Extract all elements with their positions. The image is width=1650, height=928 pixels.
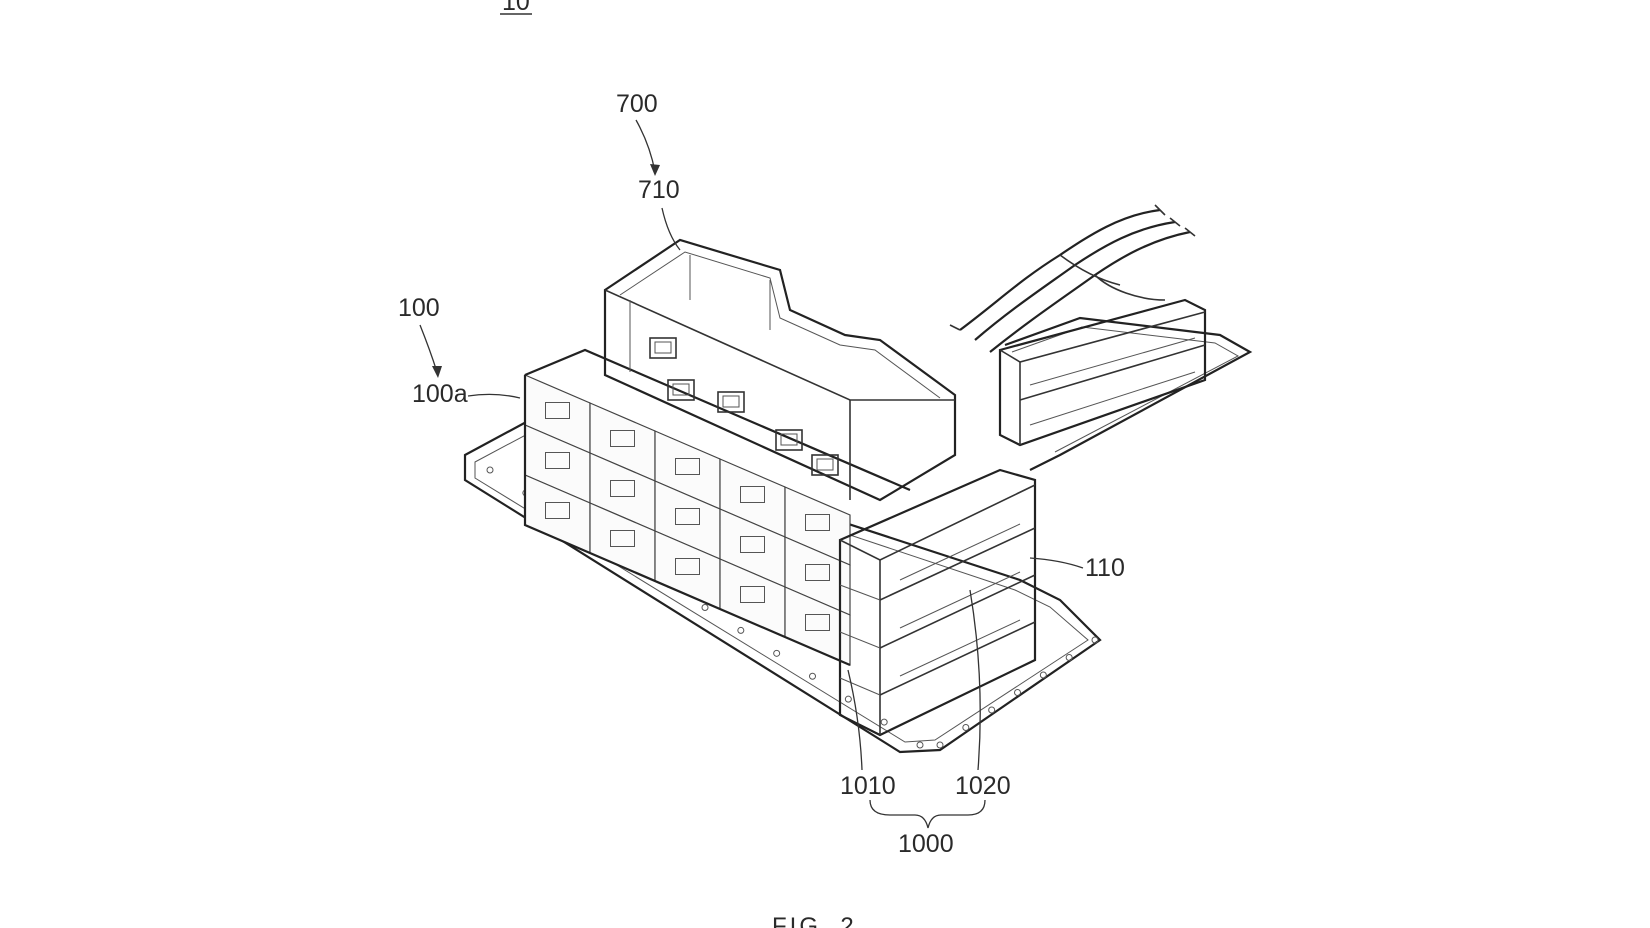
cell-terminal bbox=[740, 536, 765, 553]
cell-terminal bbox=[545, 502, 570, 519]
tray-bolt bbox=[1091, 636, 1099, 644]
connector bbox=[667, 379, 695, 401]
tray-bolt bbox=[1065, 654, 1073, 661]
cell-terminal bbox=[805, 614, 830, 631]
connector bbox=[717, 391, 745, 413]
cell-terminal bbox=[675, 458, 700, 475]
tray-bolt bbox=[1039, 671, 1047, 679]
figure-number: 10 bbox=[502, 0, 530, 16]
connector-pin-block bbox=[722, 395, 740, 408]
label-1010: 1010 bbox=[840, 772, 896, 800]
tray-bolt bbox=[988, 706, 996, 714]
label-110: 110 bbox=[1085, 554, 1125, 582]
stack-outline bbox=[523, 375, 851, 667]
connector-row bbox=[649, 337, 839, 476]
cooling-hoses bbox=[949, 204, 1196, 353]
tray-bolt bbox=[809, 672, 816, 680]
tray-bolt bbox=[701, 604, 709, 611]
reference-annotations: 700 710 100 100a 110 1010 1020 1000 bbox=[398, 90, 1125, 858]
tray-bolt bbox=[486, 466, 494, 474]
connector-pin-block bbox=[780, 433, 798, 446]
junction-box bbox=[603, 238, 957, 502]
label-100a: 100a bbox=[412, 380, 468, 408]
brace-1000 bbox=[869, 799, 986, 829]
cell-terminal bbox=[740, 586, 765, 603]
tray-bolt bbox=[1014, 689, 1021, 696]
tray-bolt bbox=[737, 626, 745, 634]
tray-bolt bbox=[880, 718, 888, 726]
cell-terminal bbox=[545, 402, 570, 419]
connector bbox=[775, 429, 803, 451]
figure-caption: FIG. 2 bbox=[772, 913, 857, 928]
cell-terminal bbox=[610, 430, 635, 447]
cell-terminal bbox=[675, 508, 700, 525]
tray-bolt bbox=[962, 724, 970, 731]
side-module-stack bbox=[838, 468, 1037, 737]
cell-terminal bbox=[610, 530, 635, 547]
connector bbox=[649, 337, 677, 359]
cell-terminal bbox=[805, 564, 830, 581]
label-710: 710 bbox=[638, 176, 680, 204]
connector-pin-block bbox=[816, 458, 834, 471]
cell-terminal bbox=[675, 558, 700, 575]
tray-bolt bbox=[773, 649, 781, 657]
arrow-700 bbox=[650, 164, 660, 176]
arrow-100 bbox=[432, 366, 442, 378]
cell-terminal bbox=[610, 480, 635, 497]
connector-pin-block bbox=[654, 341, 672, 354]
cell-terminal bbox=[545, 452, 570, 469]
tray-bolt bbox=[844, 695, 852, 703]
cell-terminal bbox=[740, 486, 765, 503]
tray-bolt bbox=[916, 741, 924, 749]
rear-module-stack bbox=[998, 298, 1207, 447]
label-1000: 1000 bbox=[898, 830, 954, 858]
label-100: 100 bbox=[398, 294, 440, 322]
connector bbox=[811, 454, 839, 476]
label-1020: 1020 bbox=[955, 772, 1011, 800]
tray-bolt bbox=[936, 741, 944, 749]
label-700: 700 bbox=[616, 90, 658, 118]
connector-pin-block bbox=[672, 383, 690, 396]
cell-terminal bbox=[805, 514, 830, 531]
